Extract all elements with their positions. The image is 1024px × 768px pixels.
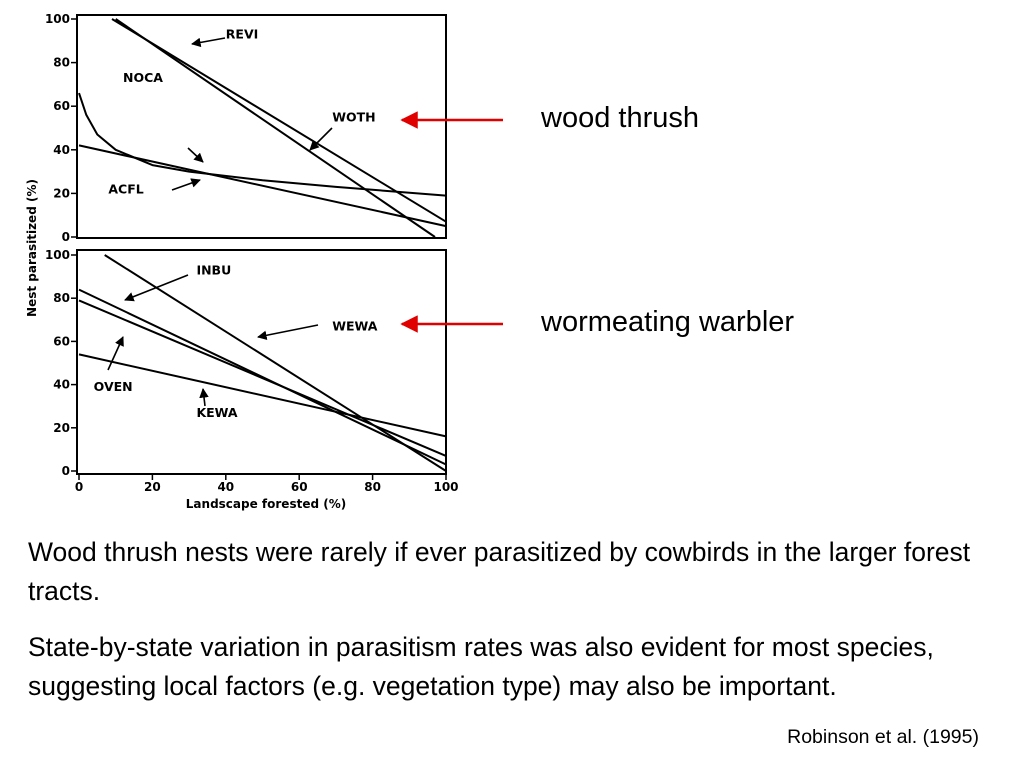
y-tick-label: 60 [53,99,70,113]
acfl-pointer-lower-arrow [171,178,201,191]
series-line-inbu [104,254,447,472]
y-tick-label: 40 [53,378,70,392]
y-tick-label: 100 [45,12,70,26]
series-line-woth [78,144,447,228]
series-line-kewa [78,353,447,438]
series-line-noca [115,18,436,238]
nest-parasitism-chart: Nest parasitized (%) Landscape forested … [25,12,503,511]
y-tick-label: 100 [45,248,70,262]
species-label-wewa: WEWA [332,319,378,334]
series-line-acfl [78,92,447,197]
wewa-pointer-arrow [257,324,319,341]
species-label-kewa: KEWA [196,405,237,420]
y-tick-label: 20 [53,186,70,200]
label-pointer-arrows [107,37,333,407]
y-tick-label: 0 [62,464,70,478]
y-tick-label: 20 [53,421,70,435]
series-line-wewa [78,288,447,466]
species-label-inbu: INBU [196,262,231,277]
species-label-layer: REVI NOCA WOTH ACFL INBU WEWA OVEN KEWA [94,27,378,420]
woth-pointer-arrow [309,127,333,151]
y-tick-label: 60 [53,334,70,348]
paragraph-state-variation: State-by-state variation in parasitism r… [28,632,934,701]
species-label-acfl: ACFL [108,181,143,196]
revi-pointer-arrow [191,37,226,48]
x-tick-label: 40 [217,480,234,494]
citation: Robinson et al. (1995) [787,726,979,748]
tick-layer: 0 20 40 60 80 100 0 20 40 60 80 100 0 20 40 60 80 100 [45,12,459,494]
y-tick-label: 40 [53,143,70,157]
series-line-revi [111,18,447,223]
x-tick-label: 100 [433,480,458,494]
x-tick-label: 60 [291,480,308,494]
series-layer [78,18,447,472]
y-tick-label: 80 [53,291,70,305]
species-label-woth: WOTH [332,109,375,124]
species-label-revi: REVI [226,27,258,42]
series-line-oven [78,299,447,457]
x-tick-label: 0 [75,480,83,494]
top-panel-frame [76,14,447,239]
paragraph-wood-thrush: Wood thrush nests were rarely if ever pa… [28,537,971,606]
oven-pointer-arrow [107,336,124,371]
bottom-panel-frame [76,249,447,475]
wood-thrush-callout: wood thrush [541,102,699,134]
wormeating-warbler-callout: wormeating warbler [541,306,795,338]
inbu-pointer-arrow [124,274,189,302]
y-axis-label: Nest parasitized (%) [25,179,39,317]
y-tick-label: 80 [53,56,70,70]
y-tick-label: 0 [62,230,70,244]
species-label-noca: NOCA [123,70,163,85]
species-label-oven: OVEN [94,379,133,394]
x-axis-label: Landscape forested (%) [186,497,346,511]
kewa-pointer-arrow [199,388,209,407]
acfl-pointer-upper-arrow [187,147,204,163]
x-tick-label: 80 [364,480,381,494]
x-tick-label: 20 [144,480,161,494]
